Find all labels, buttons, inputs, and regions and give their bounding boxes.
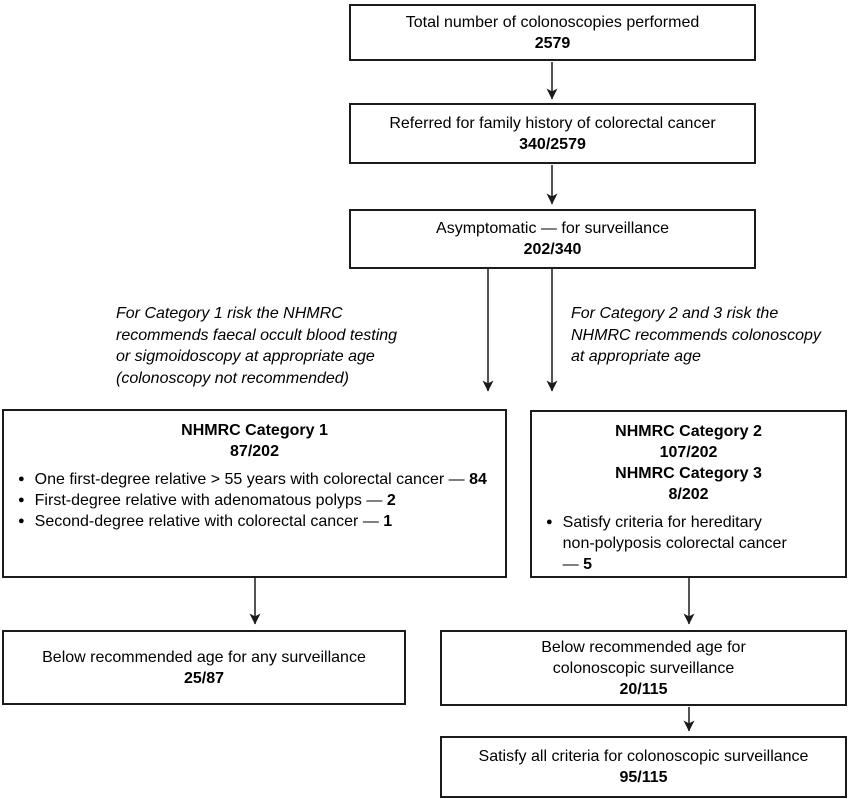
node-title-category3: NHMRC Category 3 <box>615 465 762 482</box>
annotation-line: at appropriate age <box>571 348 701 365</box>
category23-bullet-list: ● Satisfy criteria for hereditary non-po… <box>532 512 801 575</box>
bullet-label: First-degree relative with adenomatous p… <box>35 490 396 511</box>
node-value: 95/115 <box>619 769 668 786</box>
annotation-line: For Category 1 risk the NHMRC <box>116 305 343 322</box>
node-total-colonoscopies: Total number of colonoscopies performed … <box>349 4 756 61</box>
bullet-count: 2 <box>386 492 396 509</box>
bullet-icon: ● <box>546 516 553 528</box>
bullet-count: 1 <box>383 513 393 530</box>
node-title-category2: NHMRC Category 2 <box>615 423 762 440</box>
node-asymptomatic-surveillance: Asymptomatic — for surveillance 202/340 <box>349 209 756 269</box>
node-label: Satisfy all criteria for colonoscopic su… <box>478 748 809 765</box>
annotation-line: recommends faecal occult blood testing <box>116 326 398 344</box>
bullet-label: Satisfy criteria for hereditary non-poly… <box>563 512 795 575</box>
bullet-text: Second-degree relative with colorectal c… <box>34 513 384 530</box>
node-value-category3: 8/202 <box>668 486 709 503</box>
annotation-line: NHMRC recommends colonoscopy <box>571 326 821 344</box>
bullet-text: First-degree relative with adenomatous p… <box>34 492 387 509</box>
bullet-label: Second-degree relative with colorectal c… <box>35 511 393 532</box>
node-title: NHMRC Category 1 <box>181 422 328 439</box>
list-item: ● Second-degree relative with colorectal… <box>18 511 487 532</box>
annotation-line: or sigmoidoscopy at appropriate age <box>116 348 375 365</box>
annotation-line: For Category 2 and 3 risk the <box>571 305 779 322</box>
node-label: Below recommended age for any surveillan… <box>42 648 366 666</box>
node-value: 25/87 <box>183 669 225 687</box>
node-satisfy-all-criteria: Satisfy all criteria for colonoscopic su… <box>440 736 847 798</box>
node-label: Asymptomatic — for surveillance <box>436 220 669 237</box>
node-label: Referred for family history of colorecta… <box>389 114 716 132</box>
annotation-line: (colonoscopy not recommended) <box>116 369 350 387</box>
node-value: 20/115 <box>619 680 668 698</box>
bullet-count: 5 <box>583 556 593 573</box>
annotation-category1-recommendation: For Category 1 risk the NHMRC recommends… <box>116 303 397 389</box>
list-item: ● One first-degree relative > 55 years w… <box>18 469 487 490</box>
category1-bullet-list: ● One first-degree relative > 55 years w… <box>4 469 493 532</box>
bullet-icon: ● <box>18 473 25 485</box>
node-value: 340/2579 <box>519 135 586 153</box>
list-item: ● Satisfy criteria for hereditary non-po… <box>546 512 795 575</box>
node-value: 2579 <box>534 34 571 52</box>
node-nhmrc-category2-3: NHMRC Category 2 107/202 NHMRC Category … <box>530 410 847 578</box>
annotation-category23-recommendation: For Category 2 and 3 risk the NHMRC reco… <box>571 303 821 368</box>
bullet-label: One first-degree relative > 55 years wit… <box>35 469 487 490</box>
node-label: Total number of colonoscopies performed <box>405 13 700 31</box>
node-referred-family-history: Referred for family history of colorecta… <box>349 103 756 164</box>
list-item: ● First-degree relative with adenomatous… <box>18 490 487 511</box>
node-value-category2: 107/202 <box>659 444 718 461</box>
bullet-count: 84 <box>469 471 487 488</box>
node-label: Below recommended age for colonoscopic s… <box>541 638 746 677</box>
node-below-age-any-surveillance: Below recommended age for any surveillan… <box>2 630 406 705</box>
bullet-icon: ● <box>18 494 25 506</box>
node-below-age-colonoscopic-surveillance: Below recommended age for colonoscopic s… <box>440 630 847 706</box>
node-value: 202/340 <box>523 241 582 258</box>
node-value: 87/202 <box>230 443 279 460</box>
bullet-icon: ● <box>18 515 25 527</box>
bullet-text: One first-degree relative > 55 years wit… <box>34 471 470 488</box>
node-nhmrc-category1: NHMRC Category 1 87/202 ● One first-degr… <box>2 409 507 578</box>
bullet-text: Satisfy criteria for hereditary non-poly… <box>562 514 787 573</box>
